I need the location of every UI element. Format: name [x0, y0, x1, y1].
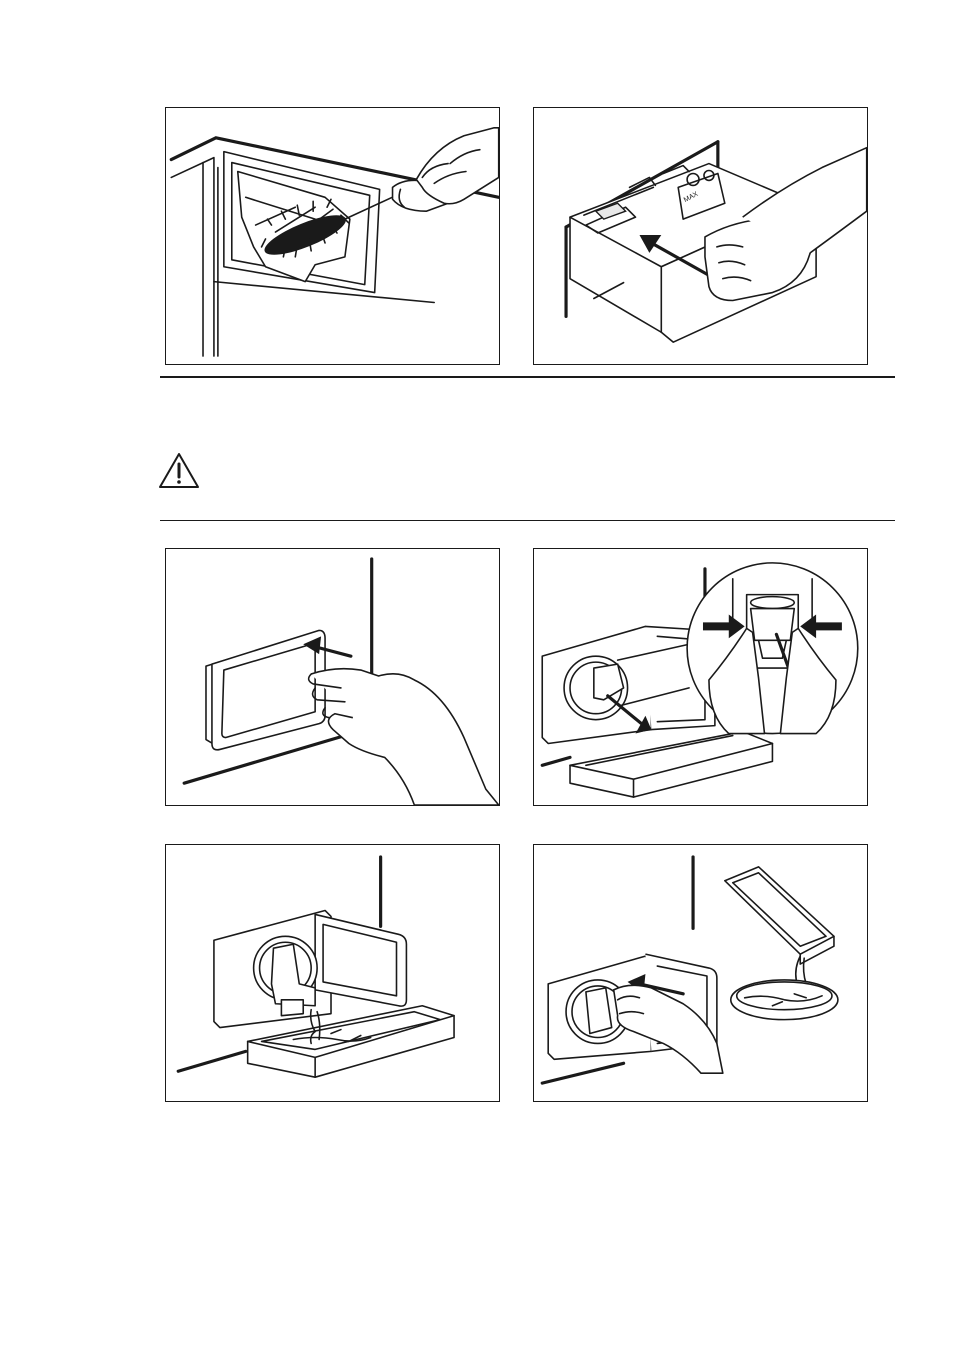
figure-brush-cleaning: [165, 107, 500, 365]
filter-refit-icon: [534, 845, 867, 1101]
figure-refit-filter: [533, 844, 868, 1102]
figure-remove-filter: [533, 548, 868, 806]
filter-remove-icon: [534, 549, 867, 805]
section-divider-warning: [160, 520, 895, 521]
filter-flap-icon: [166, 549, 499, 805]
figure-open-flap: [165, 548, 500, 806]
figure-insert-drawer: MAX: [533, 107, 868, 365]
brush-icon: [166, 108, 499, 364]
warning-triangle-icon: [158, 452, 200, 490]
water-drain-icon: [166, 845, 499, 1101]
dispenser-drawer-icon: MAX: [534, 108, 867, 364]
section-divider-top: [160, 376, 895, 378]
figure-drain-water: [165, 844, 500, 1102]
